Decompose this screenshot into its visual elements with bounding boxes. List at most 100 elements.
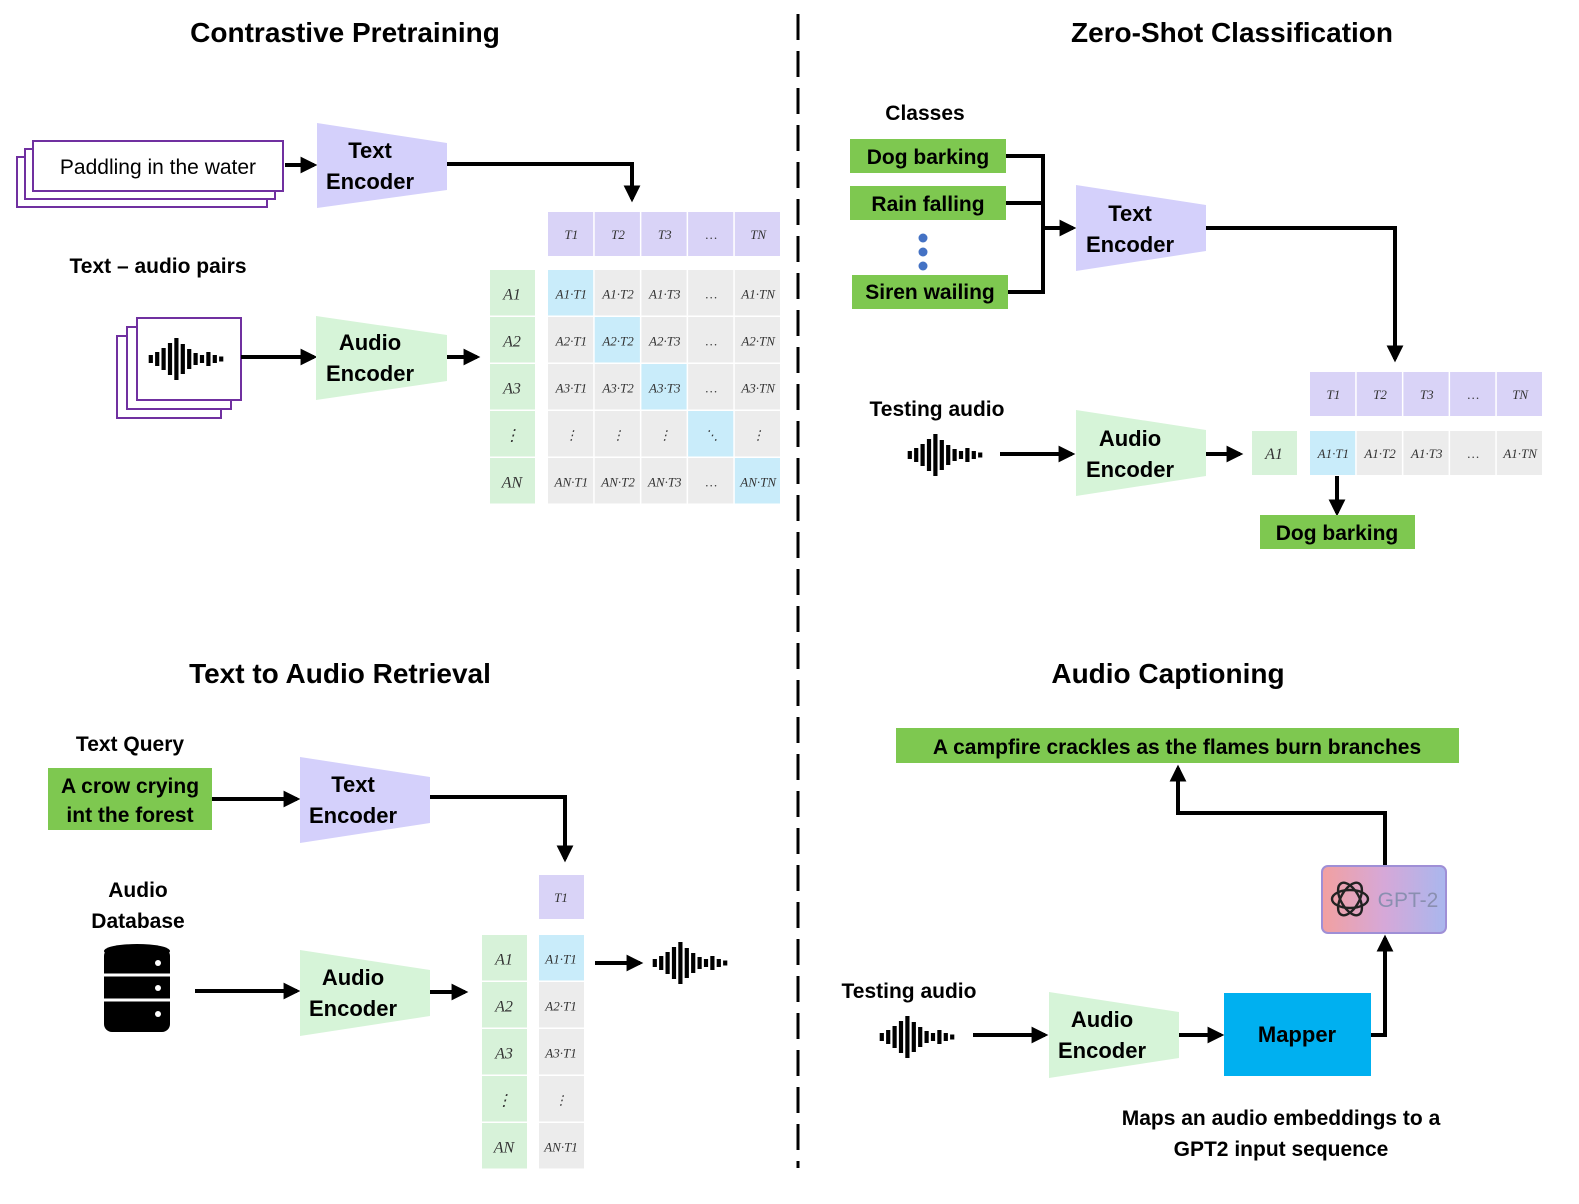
arrow — [1371, 934, 1394, 1037]
matrix-value: A3·T3 — [648, 381, 681, 396]
waveform-bar — [174, 338, 179, 380]
matrix-cell — [734, 317, 780, 363]
matrix-value: A1·T1 — [555, 287, 587, 302]
waveform-bar — [199, 355, 205, 363]
row-header: A3 — [502, 381, 521, 398]
matrix-cell — [539, 1123, 584, 1169]
matrix-cell — [548, 411, 594, 457]
matrix-value: A1·T3 — [648, 287, 681, 302]
row-header: ⋮ — [496, 1093, 512, 1110]
text-encoder-line1: Text — [1108, 201, 1152, 226]
matrix-value: A1·TN — [740, 287, 776, 302]
matrix-cell — [1450, 431, 1496, 475]
waveform-bar — [671, 947, 677, 979]
waveform-bar — [167, 343, 173, 375]
class-connector — [1006, 154, 1045, 294]
waveform-bar — [939, 440, 944, 470]
matrix-cell — [594, 364, 640, 410]
matrix-cell — [688, 317, 734, 363]
matrix-value: A1·TN — [1502, 446, 1538, 461]
row-header: A1 — [1264, 446, 1283, 463]
matrix-value: ⋮ — [565, 428, 578, 443]
query-label: Text Query — [76, 733, 184, 756]
waveform-bar — [665, 952, 670, 974]
waveform-bar — [924, 1031, 929, 1043]
waveform-bar — [148, 355, 153, 363]
col-header: T1 — [1326, 387, 1340, 402]
pairs-label: Text – audio pairs — [70, 255, 247, 278]
row-header-cell — [482, 1123, 527, 1169]
tr-text-encoder: Text Encoder — [300, 757, 430, 843]
diag-cell — [688, 411, 734, 457]
diag-cell — [594, 317, 640, 363]
zeroshot-title: Zero-Shot Classification — [1071, 17, 1393, 48]
matrix-cell — [1356, 431, 1402, 475]
col-header: T1 — [554, 890, 568, 905]
matrix-cell — [539, 982, 584, 1028]
row-header-cell — [490, 270, 535, 316]
audio-encoder-line1: Audio — [1099, 426, 1161, 451]
text-input: Paddling in the water — [60, 156, 256, 179]
diag-cell — [734, 458, 780, 504]
ac-testing-label: Testing audio — [842, 980, 977, 1003]
waveform-bar — [937, 1030, 942, 1044]
diag-cell — [539, 935, 584, 981]
audio-encoder-line2: Encoder — [326, 361, 414, 386]
waveform-bar — [206, 352, 211, 366]
audio-encoder-line2: Encoder — [1086, 457, 1174, 482]
matrix-cell — [594, 270, 640, 316]
waveform-bar — [703, 959, 709, 967]
arrow — [1206, 226, 1404, 363]
ellipsis-dot — [918, 233, 928, 243]
diag-cell — [1310, 431, 1356, 475]
arrow — [1169, 764, 1387, 866]
matrix-value: A3·T2 — [601, 381, 634, 396]
waveform-bar — [978, 452, 983, 458]
waveform-bar — [155, 352, 160, 366]
waveform-icon — [652, 942, 728, 984]
matrix-cell — [734, 270, 780, 316]
audio-encoder-line2: Encoder — [1058, 1038, 1146, 1063]
database-label-line2: Database — [91, 910, 184, 933]
text-encoder-line2: Encoder — [1086, 232, 1174, 257]
matrix-value: … — [1468, 446, 1480, 461]
gpt2-badge: GPT-2 — [1321, 865, 1447, 934]
matrix-cell — [548, 364, 594, 410]
database-label-line1: Audio — [108, 879, 167, 902]
class-rain-falling: Rain falling — [850, 186, 1006, 220]
col-header-cell — [1403, 372, 1449, 416]
matrix-value: A2·TN — [740, 334, 776, 349]
audio-encoder: Audio Encoder — [316, 316, 447, 400]
row-header-cell — [490, 364, 535, 410]
col-header-cell — [641, 212, 687, 256]
matrix-cell — [641, 270, 687, 316]
matrix-cell — [641, 411, 687, 457]
waveform-bar — [710, 956, 715, 970]
waveform-bar — [914, 448, 919, 462]
row-header-cell — [482, 935, 527, 981]
col-header: T2 — [1373, 387, 1387, 402]
row-header-cell — [490, 458, 535, 504]
matrix-value: AN·T1 — [543, 1140, 578, 1155]
row-header: AN — [501, 475, 524, 492]
matrix-value: A1·T2 — [601, 287, 634, 302]
zs-text-encoder: Text Encoder — [1076, 185, 1206, 271]
mapper-box: Mapper — [1224, 993, 1371, 1076]
matrix-cell — [1496, 431, 1542, 475]
matrix-value: AN·TN — [739, 475, 777, 490]
gpt2-label: GPT-2 — [1378, 889, 1439, 912]
matrix-value: AN·T2 — [600, 475, 635, 490]
diag-cell — [641, 364, 687, 410]
waveform-icon — [148, 338, 224, 380]
text-encoder-line1: Text — [331, 772, 375, 797]
col-header: … — [706, 227, 718, 242]
mapper-label: Mapper — [1258, 1022, 1337, 1047]
waveform-bar — [161, 348, 166, 370]
matrix-value: AN·T3 — [647, 475, 682, 490]
matrix-value: ⋮ — [658, 428, 671, 443]
matrix-cell — [539, 1076, 584, 1122]
matrix-cell — [548, 458, 594, 504]
row-header-cell — [482, 1076, 527, 1122]
col-header-cell — [1310, 372, 1356, 416]
